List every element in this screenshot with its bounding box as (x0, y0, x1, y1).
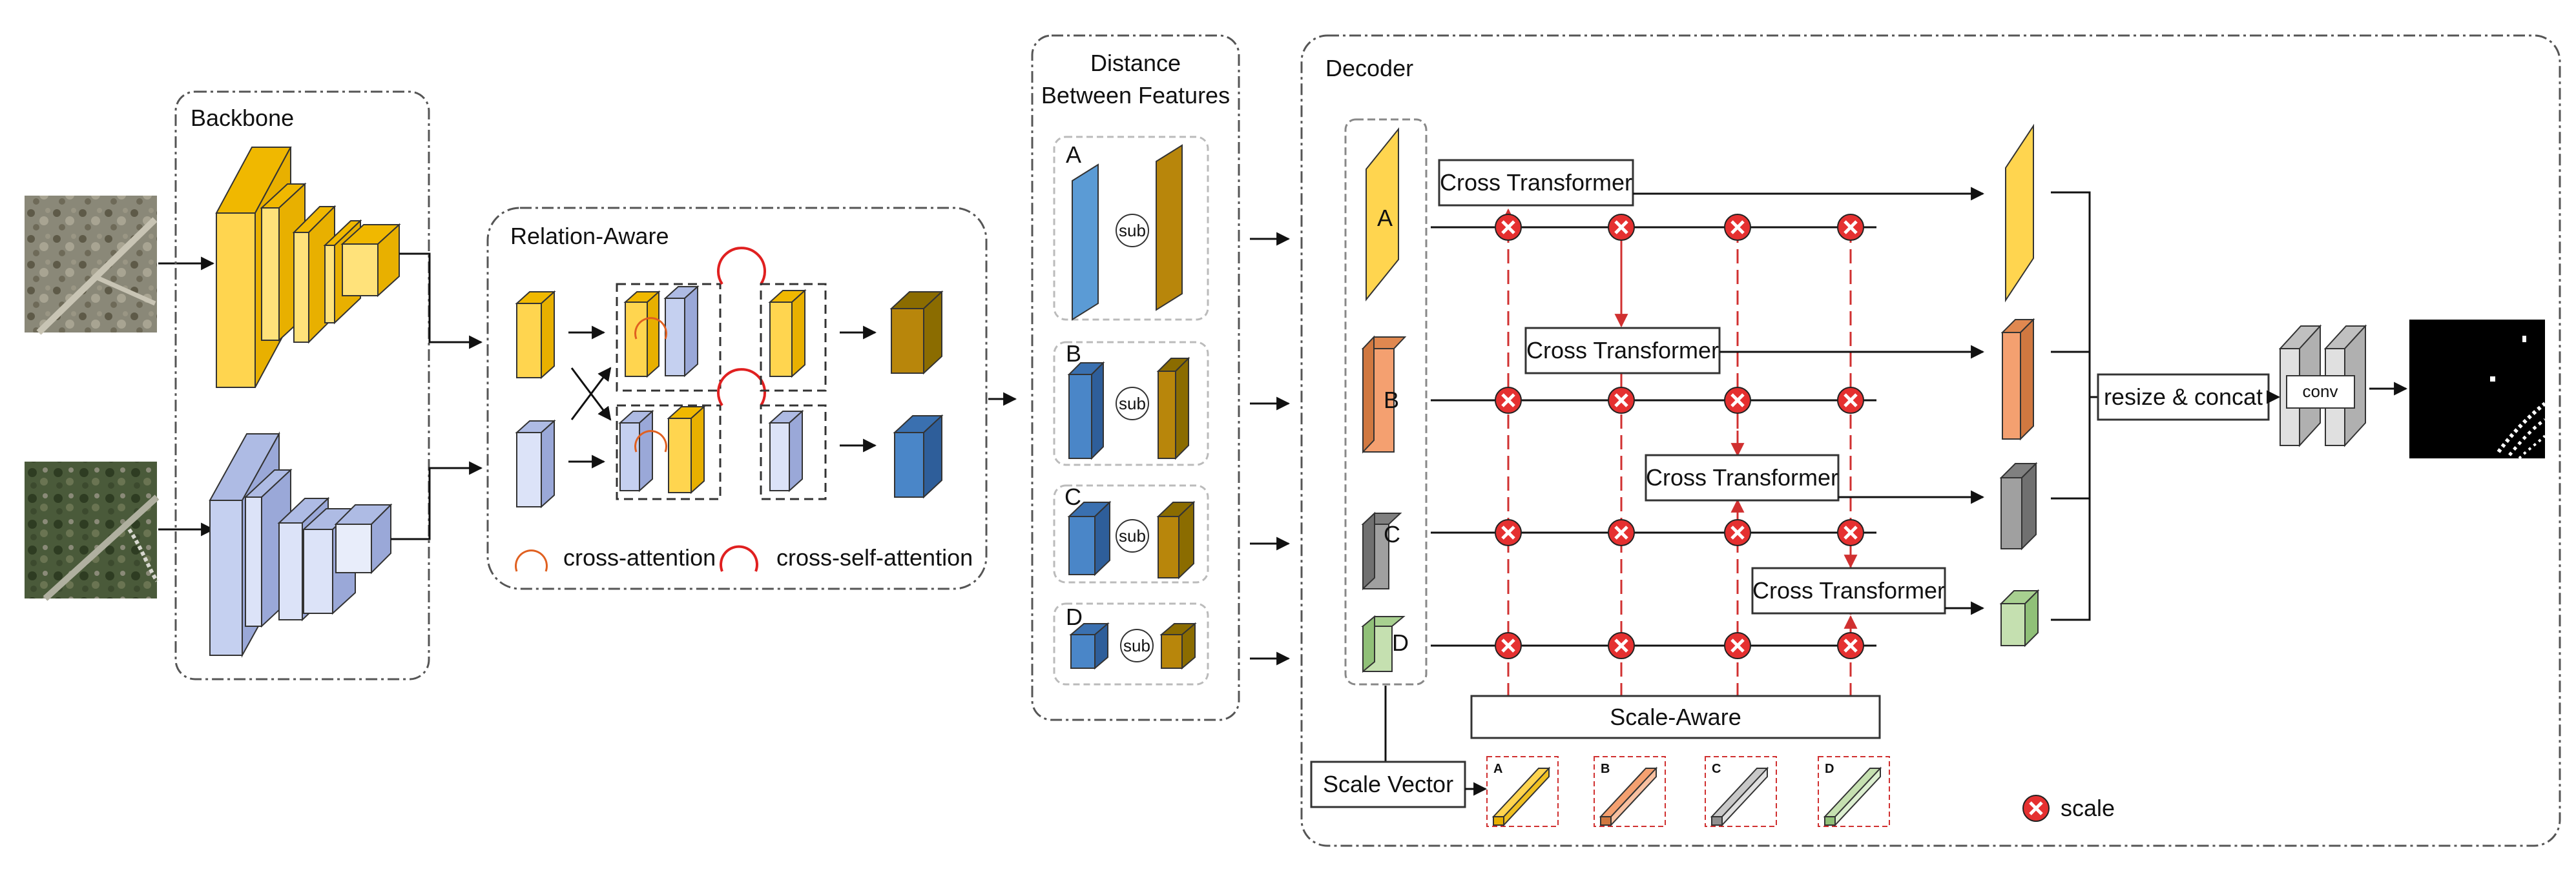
svg-text:B: B (1384, 387, 1399, 413)
cross-attention-legend-icon (515, 549, 548, 572)
scale-vector-b: B (1594, 756, 1666, 827)
svg-text:Cross Transformer: Cross Transformer (1440, 169, 1632, 196)
distance-title-line1: Distance (1090, 50, 1181, 76)
relation-cross-arrows (568, 325, 612, 469)
distance-letter-a: A (1066, 141, 1081, 168)
relation-input-features (515, 290, 556, 509)
relation-pair-1 (623, 285, 700, 378)
scale-vector-c: C (1705, 756, 1777, 827)
scale-markers (1495, 214, 1864, 659)
distance-op-c: sub (1119, 526, 1146, 546)
svg-text:Scale Vector: Scale Vector (1323, 771, 1453, 797)
distance-op-a: sub (1119, 221, 1146, 240)
scale-legend-icon (2022, 795, 2050, 822)
decoder-feature-b: B (1361, 335, 1407, 454)
svg-text:resize & concat: resize & concat (2104, 383, 2263, 410)
cross-self-attention-arc-1 (717, 247, 766, 285)
cross-self-attention-arc-2 (717, 368, 766, 407)
decoder-output-a (2005, 123, 2034, 303)
backbone-box (174, 90, 430, 680)
distance-letter-b: B (1066, 340, 1081, 367)
svg-text:A: A (1493, 762, 1502, 776)
cross-attention-legend: cross-attention (563, 544, 716, 571)
scale-vector-box: Scale Vector (1310, 761, 1466, 808)
svg-text:D: D (1825, 762, 1834, 776)
distance-block-d: D sub (1053, 602, 1209, 686)
cross-transformer-1: Cross Transformer (1438, 159, 1634, 207)
distance-op-d: sub (1123, 636, 1150, 655)
input-image-t2 (25, 462, 160, 601)
relation-pair-2 (618, 405, 706, 495)
svg-text:A: A (1377, 205, 1393, 231)
backbone-encoder-lavender (209, 431, 393, 658)
cross-self-attention-legend: cross-self-attention (776, 544, 973, 571)
relation-pair-3 (768, 289, 807, 493)
svg-text:C: C (1384, 521, 1400, 547)
resize-concat-box: resize & concat (2097, 373, 2270, 421)
relation-aware-title: Relation-Aware (510, 223, 669, 249)
relation-output-features (889, 290, 944, 499)
cross-self-attention-legend-icon (720, 545, 758, 572)
scale-legend: scale (2061, 795, 2115, 821)
cross-transformer-2: Cross Transformer (1524, 327, 1721, 374)
backbone-title: Backbone (191, 105, 294, 131)
decoder-output-d (1999, 589, 2040, 648)
distance-block-b: B sub (1053, 340, 1209, 466)
scale-vector-a: A (1486, 756, 1559, 827)
relation-aware-box (486, 207, 988, 590)
output-change-map (2409, 320, 2546, 460)
decoder-output-b (2000, 318, 2035, 441)
scale-aware-box: Scale-Aware (1470, 695, 1881, 739)
distance-box (1031, 34, 1240, 721)
svg-text:B: B (1601, 762, 1610, 776)
distance-letter-c: C (1065, 484, 1081, 510)
cross-transformer-3: Cross Transformer (1645, 454, 1840, 502)
svg-text:D: D (1392, 629, 1409, 656)
svg-text:Cross Transformer: Cross Transformer (1526, 337, 1719, 363)
conv-block: conv (2278, 324, 2367, 447)
scale-vector-d: D (1818, 756, 1890, 827)
svg-text:Cross Transformer: Cross Transformer (1646, 464, 1838, 491)
cross-attention-arc-2 (634, 430, 667, 453)
cross-attention-arc-1 (634, 317, 667, 340)
svg-text:Scale-Aware: Scale-Aware (1610, 704, 1741, 730)
decoder-feature-a: A (1366, 127, 1399, 302)
svg-text:Cross Transformer: Cross Transformer (1752, 577, 1945, 604)
svg-text:C: C (1712, 762, 1721, 776)
distance-title-line2: Between Features (1041, 82, 1230, 108)
distance-op-b: sub (1119, 394, 1146, 413)
backbone-encoder-yellow (215, 147, 401, 388)
distance-block-c: C sub (1053, 484, 1209, 584)
decoder-feature-c: C (1361, 511, 1402, 591)
svg-text:conv: conv (2303, 382, 2338, 401)
decoder-title: Decoder (1325, 55, 1413, 81)
decoder-output-c (1999, 462, 2038, 551)
decoder-feature-d: D (1361, 615, 1409, 673)
decoder-box (1300, 34, 2561, 847)
distance-block-a: A sub (1053, 136, 1209, 321)
cross-transformer-4: Cross Transformer (1751, 567, 1946, 615)
distance-letter-d: D (1066, 604, 1083, 630)
input-image-t1 (25, 196, 158, 335)
